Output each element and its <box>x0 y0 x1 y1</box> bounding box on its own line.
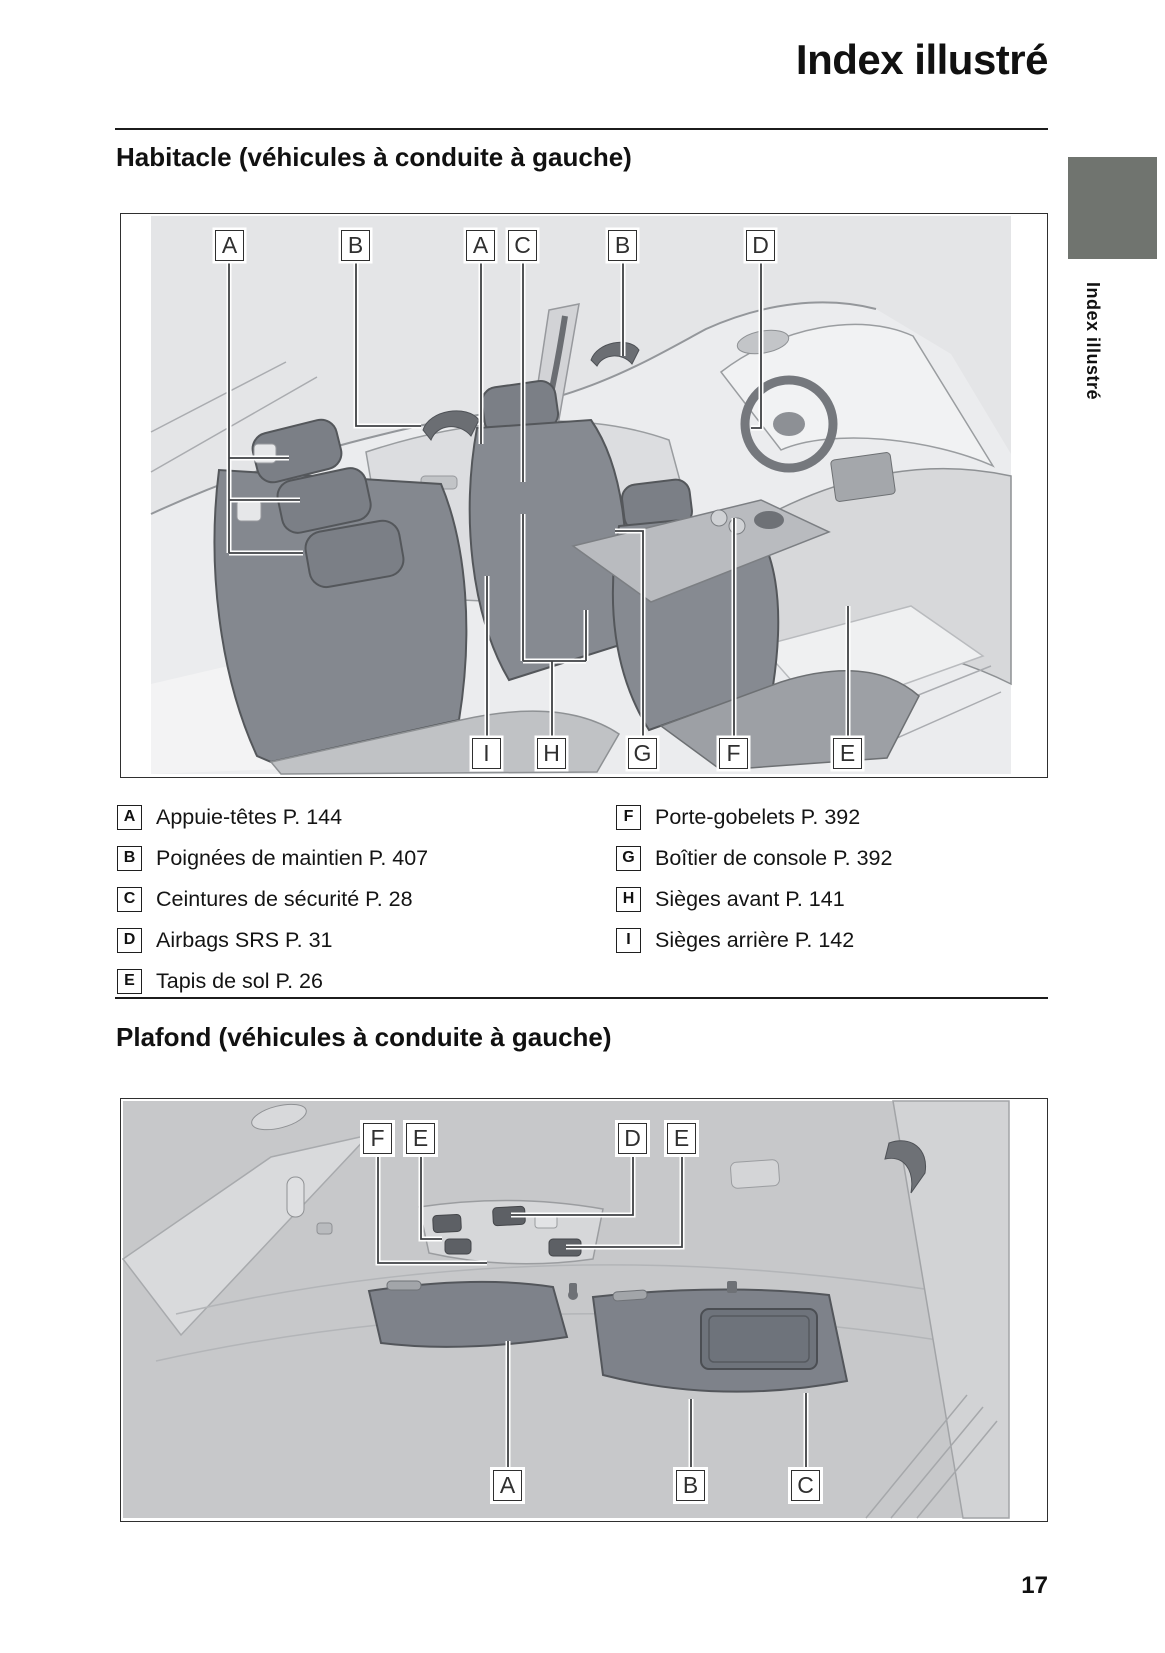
callout-a-headrest-2: A <box>466 230 495 261</box>
legend-item: A Appuie-têtes P. 144 <box>117 804 342 830</box>
legend-label: Appuie-têtes P. 144 <box>156 804 343 829</box>
title-rule <box>115 128 1048 130</box>
grab-handle-front <box>590 341 640 367</box>
legend-item: E Tapis de sol P. 26 <box>117 968 323 994</box>
callout-c-vanity-mirror: C <box>791 1470 820 1501</box>
grab-handle-pillar <box>884 1140 927 1194</box>
section-divider <box>115 997 1048 999</box>
callout-d-ceiling: D <box>618 1123 647 1154</box>
callout-a-headrest: A <box>215 230 244 261</box>
vanity-mirror <box>700 1308 818 1370</box>
legend-label: Ceintures de sécurité P. 28 <box>156 886 413 911</box>
legend-item: H Sièges avant P. 141 <box>616 886 845 912</box>
grab-handle-rear <box>422 410 480 441</box>
legend-item: C Ceintures de sécurité P. 28 <box>117 886 413 912</box>
legend-item: B Poignées de maintien P. 407 <box>117 845 428 871</box>
page-number: 17 <box>1021 1572 1048 1599</box>
legend-key: I <box>616 927 641 953</box>
leader-lines <box>226 260 851 741</box>
callout-b-handle: B <box>341 230 370 261</box>
ceiling-figure: F E D E A B C <box>120 1098 1048 1522</box>
callout-f-cupholders: F <box>719 738 748 769</box>
sensor-slot <box>286 1176 305 1218</box>
callout-e-floor-mats: E <box>833 738 862 769</box>
steering-wheel <box>740 375 838 473</box>
rear-seat <box>213 418 621 775</box>
legend-key: H <box>616 886 641 912</box>
sun-visor-left <box>367 1280 578 1348</box>
callout-g-console-box: G <box>628 738 657 769</box>
callout-h-front-seats: H <box>537 738 566 769</box>
sun-visor-right <box>591 1281 849 1393</box>
legend-key: D <box>117 927 142 953</box>
legend-key: A <box>117 804 142 830</box>
ceiling-illustration <box>121 1100 1010 1519</box>
center-console <box>571 499 831 603</box>
legend-label: Porte-gobelets P. 392 <box>655 804 861 829</box>
legend-key: E <box>117 968 142 994</box>
cabin-illustration <box>150 216 1012 775</box>
legend-key: F <box>616 804 641 830</box>
legend-key: B <box>117 845 142 871</box>
callout-a-visor: A <box>493 1470 522 1501</box>
legend-item: I Sièges arrière P. 142 <box>616 927 854 953</box>
callout-e-ceiling: E <box>406 1123 435 1154</box>
chapter-tab <box>1068 157 1157 259</box>
mirror-mount <box>251 1103 307 1131</box>
ceiling-lamp <box>730 1159 780 1189</box>
legend-item: F Porte-gobelets P. 392 <box>616 804 860 830</box>
legend-label: Sièges avant P. 141 <box>655 886 845 911</box>
legend-key: G <box>616 845 641 871</box>
chapter-tab-label: Index illustré <box>1083 282 1103 401</box>
callout-c-seatbelt: C <box>508 230 537 261</box>
callout-d-airbag: D <box>746 230 775 261</box>
leader-lines <box>375 1155 809 1471</box>
callout-b-handle-2: B <box>608 230 637 261</box>
page-title: Index illustré <box>795 36 1049 83</box>
legend-item: G Boîtier de console P. 392 <box>616 845 892 871</box>
legend-label: Poignées de maintien P. 407 <box>156 845 429 870</box>
legend-item: D Airbags SRS P. 31 <box>117 927 332 953</box>
callout-i-rear-seats: I <box>472 738 501 769</box>
legend-label: Boîtier de console P. 392 <box>655 845 893 870</box>
section1-heading: Habitacle (véhicules à conduite à gauche… <box>116 142 632 172</box>
legend-label: Airbags SRS P. 31 <box>156 927 333 952</box>
legend-label: Tapis de sol P. 26 <box>156 968 323 993</box>
overhead-console <box>418 1199 604 1265</box>
legend-label: Sièges arrière P. 142 <box>655 927 855 952</box>
callout-b-visor: B <box>676 1470 705 1501</box>
cabin-figure: A B A C B D I H G F E <box>120 213 1048 778</box>
section2-heading: Plafond (véhicules à conduite à gauche) <box>116 1022 612 1052</box>
legend-key: C <box>117 886 142 912</box>
callout-f-ceiling: F <box>363 1123 392 1154</box>
callout-e-ceiling-2: E <box>667 1123 696 1154</box>
